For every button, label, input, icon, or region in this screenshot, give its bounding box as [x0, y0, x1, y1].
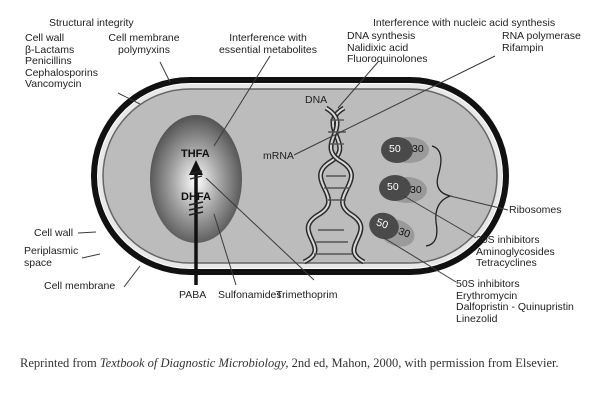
trimethoprim-label: Trimethoprim — [276, 290, 337, 302]
thfa-label: THFA — [181, 149, 210, 161]
cell-membrane-drugs-label: Cell membrane polymyxins — [103, 33, 185, 56]
paba-label: PABA — [179, 290, 206, 302]
cell-membrane-label: Cell membrane — [44, 281, 115, 293]
essential-metabolites-label: Interference with essential metabolites — [206, 33, 330, 56]
inhibitors-50s-label: 50S inhibitors Erythromycin Dalfopristin… — [456, 279, 574, 325]
dhfa-label: DHFA — [181, 192, 211, 204]
inhibitors-30s-label: 30S inhibitors Aminoglycosides Tetracycl… — [476, 235, 555, 270]
ribosome-1-large-label: 50 — [389, 144, 401, 156]
caption-suffix: 2nd ed, Mahon, 2000, with permission fro… — [289, 356, 559, 370]
cell-wall-label: Cell wall — [34, 228, 73, 240]
mrna-label: mRNA — [263, 151, 294, 163]
dna-label: DNA — [305, 95, 327, 107]
figure-caption: Reprinted from Textbook of Diagnostic Mi… — [20, 355, 592, 372]
ribosome-2-small-label: 30 — [410, 185, 422, 197]
header-nucleic-acid-synthesis: Interference with nucleic acid synthesis — [373, 18, 555, 30]
sulfonamides-label: Sulfonamides — [218, 290, 282, 302]
caption-prefix: Reprinted from — [20, 356, 100, 370]
periplasmic-space-label: Periplasmic space — [24, 246, 78, 269]
dna-synthesis-label: DNA synthesis Nalidixic acid Fluoroquino… — [347, 31, 428, 66]
rna-polymerase-label: RNA polymerase Rifampin — [502, 31, 581, 54]
ribosome-2-large-label: 50 — [387, 182, 399, 194]
ribosome-1-small-label: 30 — [412, 144, 424, 156]
cell-wall-drugs-label: Cell wall β-Lactams Penicillins Cephalos… — [25, 33, 98, 91]
header-structural-integrity: Structural integrity — [49, 18, 134, 30]
ribosomes-label: Ribosomes — [509, 205, 562, 217]
caption-book-title: Textbook of Diagnostic Microbiology, — [100, 356, 289, 370]
